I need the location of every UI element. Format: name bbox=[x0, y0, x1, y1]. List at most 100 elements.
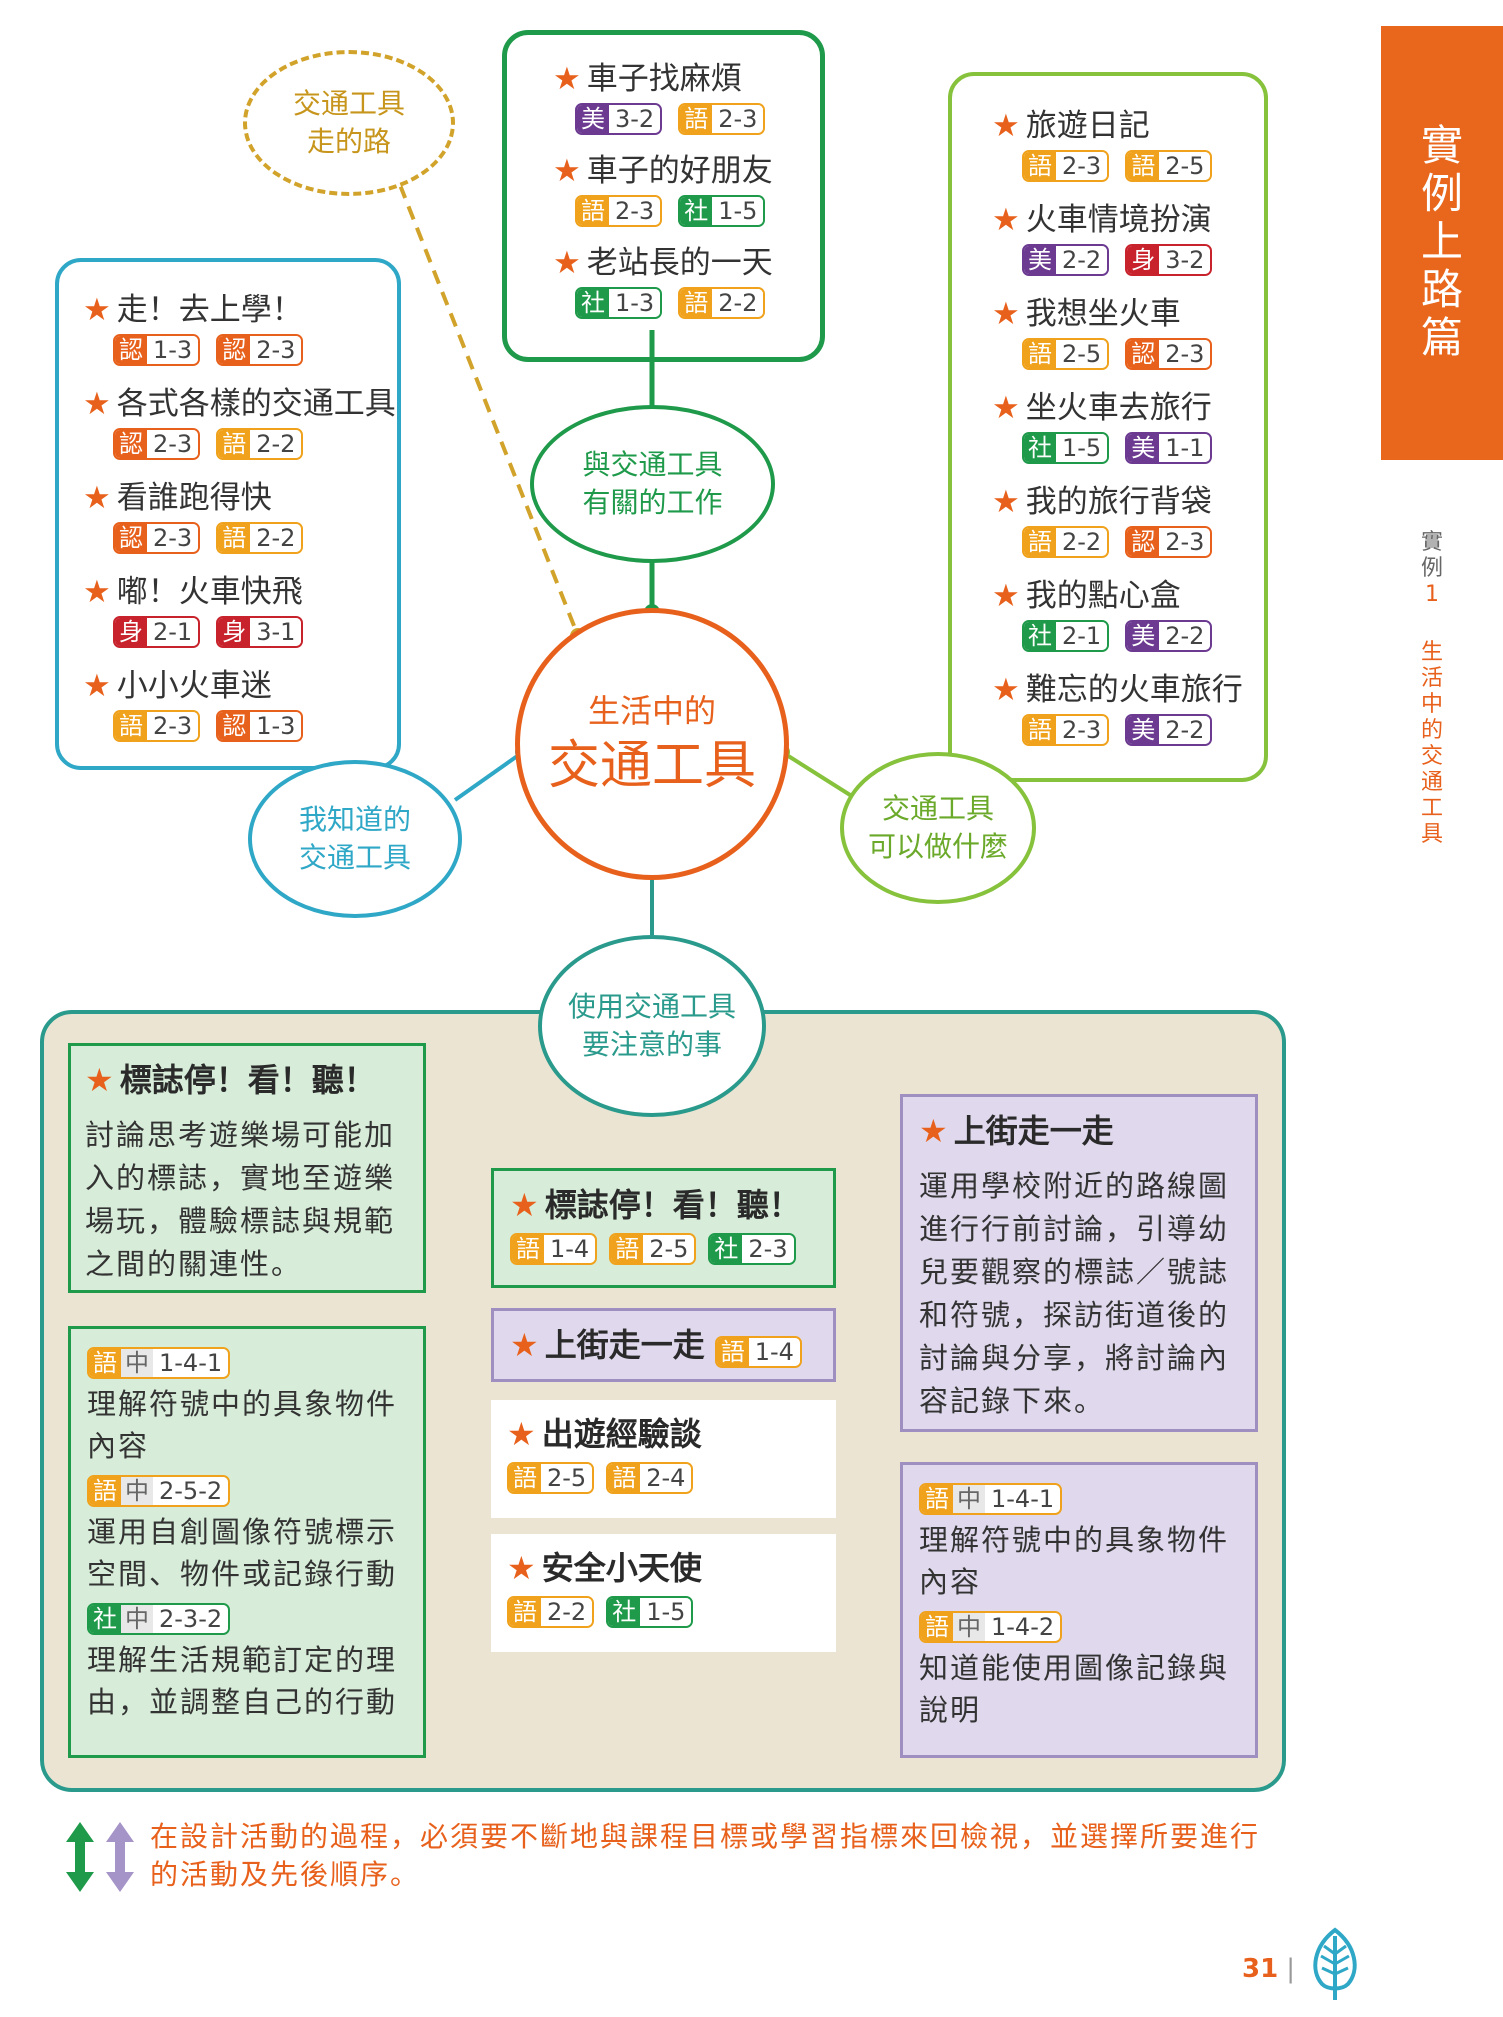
subject-tag-domain: 社 bbox=[680, 197, 713, 225]
activity-title: ★我的點心盒 bbox=[992, 576, 1254, 616]
subject-tag-domain: 美 bbox=[1024, 246, 1056, 274]
activity-card-title: ★安全小天使 bbox=[507, 1546, 820, 1590]
subject-tag-domain: 社 bbox=[89, 1605, 121, 1633]
indicator-line: 知道能使用圖像記錄與 bbox=[919, 1651, 1230, 1685]
description-line: 討論與分享，將討論內 bbox=[919, 1341, 1230, 1375]
activity-title: ★看誰跑得快 bbox=[83, 478, 387, 518]
footnote-text: 在設計活動的過程，必須要不斷地與課程目標或學習指標來回檢視，並選擇所要進行的活動… bbox=[150, 1820, 1261, 1891]
subject-tag-domain: 美 bbox=[1127, 434, 1160, 462]
activity-name: 嘟！火車快飛 bbox=[116, 574, 303, 610]
activity-title: ★走！去上學！ bbox=[83, 290, 387, 330]
subject-tag-domain: 語 bbox=[218, 430, 251, 458]
subject-tag-code: 2-2 bbox=[250, 524, 302, 552]
description-line: 進行行前討論，引導幼 bbox=[919, 1212, 1230, 1246]
activity-title: ★我的旅行背袋 bbox=[992, 482, 1254, 522]
activity-title: ★各式各樣的交通工具 bbox=[83, 384, 396, 424]
topic-roads-bubble: 交通工具走的路 bbox=[243, 50, 455, 196]
activity-name: 老站長的一天 bbox=[586, 245, 773, 281]
star-icon: ★ bbox=[507, 1549, 536, 1587]
star-icon: ★ bbox=[83, 292, 111, 328]
subject-tag-code: 2-3 bbox=[1159, 340, 1211, 368]
indicator-line: 運用自創圖像符號標示 bbox=[87, 1515, 398, 1549]
indicator-line: 由，並調整自己的行動 bbox=[87, 1685, 398, 1719]
topic-jobs-bubble: 與交通工具有關的工作 bbox=[530, 405, 775, 563]
activity-name: 看誰跑得快 bbox=[116, 480, 272, 516]
indicator-text: 知道能使用圖像記錄與說明 bbox=[919, 1647, 1239, 1731]
subject-tag-code: 1-3 bbox=[147, 336, 199, 364]
chapter-char: 通 bbox=[1420, 770, 1443, 795]
indicator-line: 內容 bbox=[87, 1429, 150, 1463]
activity-title: ★老站長的一天 bbox=[553, 243, 810, 283]
indicator-text: 理解生活規範訂定的理由，並調整自己的行動 bbox=[87, 1639, 407, 1723]
subject-tag-domain: 語 bbox=[680, 289, 713, 317]
indicator-line: 理解符號中的具象物件 bbox=[87, 1387, 398, 1421]
activity-name: 小小火車迷 bbox=[116, 668, 272, 704]
subject-tag-domain: 認 bbox=[115, 524, 147, 552]
subject-tag-code: 2-2 bbox=[1159, 622, 1211, 650]
star-icon: ★ bbox=[83, 480, 111, 516]
subject-tag-code: 2-5-2 bbox=[153, 1477, 229, 1505]
description-line: 兒要觀察的標誌／號誌 bbox=[919, 1255, 1230, 1289]
activity-title: ★車子的好朋友 bbox=[553, 151, 810, 191]
activity-title: ★小小火車迷 bbox=[83, 666, 387, 706]
activity-name: 車子找麻煩 bbox=[586, 61, 742, 97]
subject-tag-domain: 語 bbox=[115, 712, 147, 740]
star-icon: ★ bbox=[992, 672, 1020, 708]
star-icon: ★ bbox=[510, 1186, 539, 1224]
tab-char: 篇 bbox=[1420, 313, 1463, 362]
tab-char: 上 bbox=[1420, 217, 1463, 266]
subject-tag-code: 1-4-1 bbox=[985, 1485, 1061, 1513]
subject-tag-code: 2-3 bbox=[712, 105, 764, 133]
center-topic-bubble: 生活中的 交通工具 bbox=[515, 608, 789, 880]
subject-tag-code: 2-5 bbox=[1056, 340, 1108, 368]
star-icon: ★ bbox=[992, 108, 1020, 144]
subject-tag-code: 1-3 bbox=[250, 712, 302, 740]
section-tab: 實例上路篇 bbox=[1381, 26, 1503, 460]
subject-tag-code: 2-3 bbox=[609, 197, 661, 225]
indicator-line: 理解生活規範訂定的理 bbox=[87, 1643, 398, 1677]
activity-title: ★旅遊日記 bbox=[992, 106, 1254, 146]
subject-tag-level: 中 bbox=[121, 1477, 153, 1505]
subject-tag-code: 1-5 bbox=[712, 197, 764, 225]
activity-name: 上街走一走 bbox=[544, 1326, 705, 1364]
subject-tag-code: 1-3 bbox=[609, 289, 661, 317]
subject-tag-code: 2-3 bbox=[250, 336, 302, 364]
description-line: 入的標誌，實地至遊樂 bbox=[85, 1161, 396, 1195]
chapter-char: 生 bbox=[1420, 640, 1443, 665]
subject-tag-level: 中 bbox=[953, 1613, 985, 1641]
star-icon: ★ bbox=[992, 578, 1020, 614]
description-line: 容記錄下來。 bbox=[919, 1384, 1106, 1418]
subject-tag-domain: 社 bbox=[1024, 622, 1056, 650]
